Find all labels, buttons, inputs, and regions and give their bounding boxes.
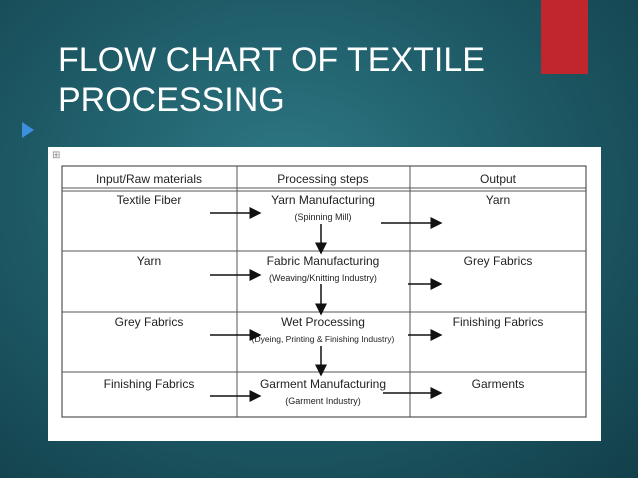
title-line-1: FLOW CHART OF TEXTILE	[58, 41, 485, 79]
row4-step: Garment Manufacturing	[260, 377, 386, 391]
row4-step-sub: (Garment Industry)	[285, 396, 361, 406]
row1-input: Textile Fiber	[117, 193, 182, 207]
header-input: Input/Raw materials	[96, 172, 202, 186]
table-border	[61, 165, 587, 418]
header-processing: Processing steps	[277, 172, 368, 186]
row3-output: Finishing Fabrics	[453, 315, 544, 329]
row3-step-sub: (Dyeing, Printing & Finishing Industry)	[252, 334, 395, 344]
title-line-2: PROCESSING	[58, 81, 285, 119]
move-handle-icon: ⊞	[52, 150, 61, 161]
row1-step: Yarn Manufacturing	[271, 193, 375, 207]
row1-output: Yarn	[486, 193, 510, 207]
row1-step-sub: (Spinning Mill)	[294, 212, 351, 222]
row3-input: Grey Fabrics	[115, 315, 184, 329]
row2-step: Fabric Manufacturing	[267, 254, 380, 268]
row2-output: Grey Fabrics	[464, 254, 533, 268]
flowchart-panel: ⊞ Input/Raw materials Processing steps O…	[48, 147, 601, 441]
row3-step: Wet Processing	[281, 315, 365, 329]
row2-input: Yarn	[137, 254, 161, 268]
flowchart-table: Input/Raw materials Processing steps Out…	[61, 165, 587, 418]
red-accent-bar	[541, 0, 588, 74]
row2-step-sub: (Weaving/Knitting Industry)	[269, 273, 377, 283]
row4-output: Garments	[472, 377, 525, 391]
slide-title: FLOW CHART OF TEXTILE PROCESSING	[58, 40, 528, 120]
row4-input: Finishing Fabrics	[104, 377, 195, 391]
header-output: Output	[480, 172, 517, 186]
triangle-bullet-icon	[22, 122, 34, 138]
